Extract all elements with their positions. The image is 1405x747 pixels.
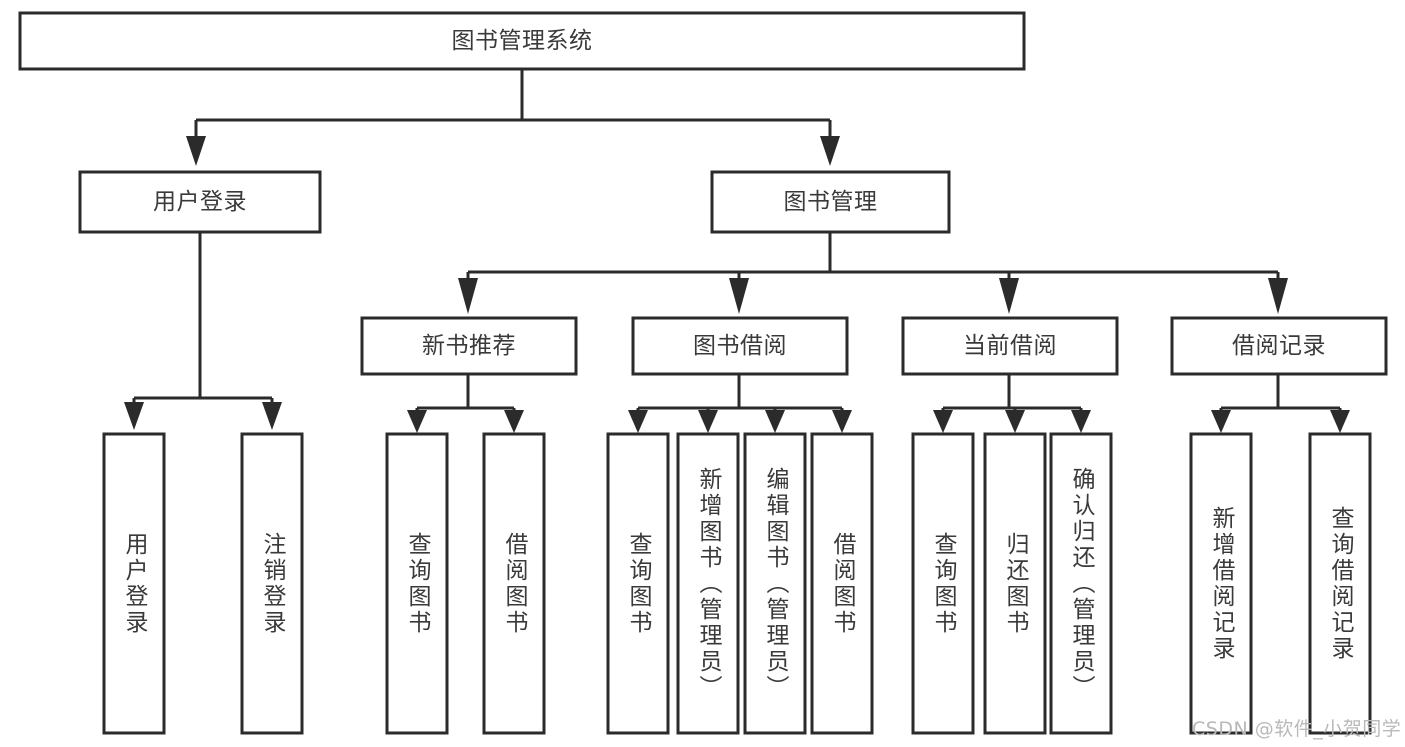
- node-box-current-borrow[interactable]: [901, 316, 1119, 376]
- node-box-book-borrow[interactable]: [631, 316, 849, 376]
- arrow-head-book-borrow: [729, 278, 749, 314]
- arrow-head-leaf-logout-login: [262, 402, 282, 430]
- node-box-leaf-return-book[interactable]: [983, 432, 1047, 735]
- arrow-head-leaf-borrow-book-recommend: [504, 410, 524, 433]
- node-box-leaf-query-book-current[interactable]: [911, 432, 975, 735]
- arrow-head-leaf-return-book: [1005, 410, 1025, 433]
- node-box-leaf-logout-login[interactable]: [240, 432, 304, 735]
- node-box-root[interactable]: [18, 11, 1026, 71]
- node-box-new-book-recommend[interactable]: [360, 316, 578, 376]
- arrow-head-borrow-record: [1268, 278, 1288, 314]
- node-box-leaf-confirm-return-admin[interactable]: [1049, 432, 1113, 735]
- arrow-head-leaf-edit-book-admin: [765, 410, 785, 433]
- arrow-head-leaf-borrow-book: [832, 410, 852, 433]
- arrow-head-book-management: [820, 136, 840, 166]
- connector-new-book-recommend-to-leaves: [407, 374, 524, 433]
- arrow-head-leaf-add-borrow-record: [1211, 410, 1231, 433]
- connector-user-login-to-leaves: [124, 232, 282, 430]
- arrow-head-user-login: [186, 136, 206, 166]
- node-box-book-management[interactable]: [710, 170, 951, 234]
- connector-borrow-record-to-leaves: [1211, 374, 1350, 433]
- arrow-head-leaf-add-book-admin: [698, 410, 718, 433]
- node-box-leaf-query-borrow-record[interactable]: [1308, 432, 1372, 735]
- node-box-leaf-user-login[interactable]: [102, 432, 166, 735]
- node-box-leaf-query-book-recommend[interactable]: [385, 432, 449, 735]
- arrow-head-new-book-recommend: [458, 278, 478, 314]
- arrow-head-leaf-query-book-recommend: [407, 410, 427, 433]
- node-box-leaf-borrow-book[interactable]: [810, 432, 874, 735]
- connector-book-borrow-to-leaves: [628, 374, 852, 433]
- connector-current-borrow-to-leaves: [933, 374, 1091, 433]
- arrow-head-leaf-query-book-current: [933, 410, 953, 433]
- node-box-leaf-add-borrow-record[interactable]: [1189, 432, 1253, 735]
- node-box-leaf-edit-book-admin[interactable]: [743, 432, 807, 735]
- arrow-head-current-borrow: [999, 278, 1019, 314]
- node-box-leaf-query-book-borrow[interactable]: [606, 432, 670, 735]
- node-box-leaf-add-book-admin[interactable]: [676, 432, 740, 735]
- connector-book-management-to-level2: [458, 232, 1288, 314]
- arrow-head-leaf-confirm-return-admin: [1071, 410, 1091, 433]
- connector-root-to-level1: [186, 69, 840, 166]
- arrow-head-leaf-query-book-borrow: [628, 410, 648, 433]
- node-box-borrow-record[interactable]: [1170, 316, 1388, 376]
- arrow-head-leaf-query-borrow-record: [1330, 410, 1350, 433]
- arrow-head-leaf-user-login: [124, 402, 144, 430]
- node-box-leaf-borrow-book-recommend[interactable]: [482, 432, 546, 735]
- node-box-user-login[interactable]: [78, 170, 322, 234]
